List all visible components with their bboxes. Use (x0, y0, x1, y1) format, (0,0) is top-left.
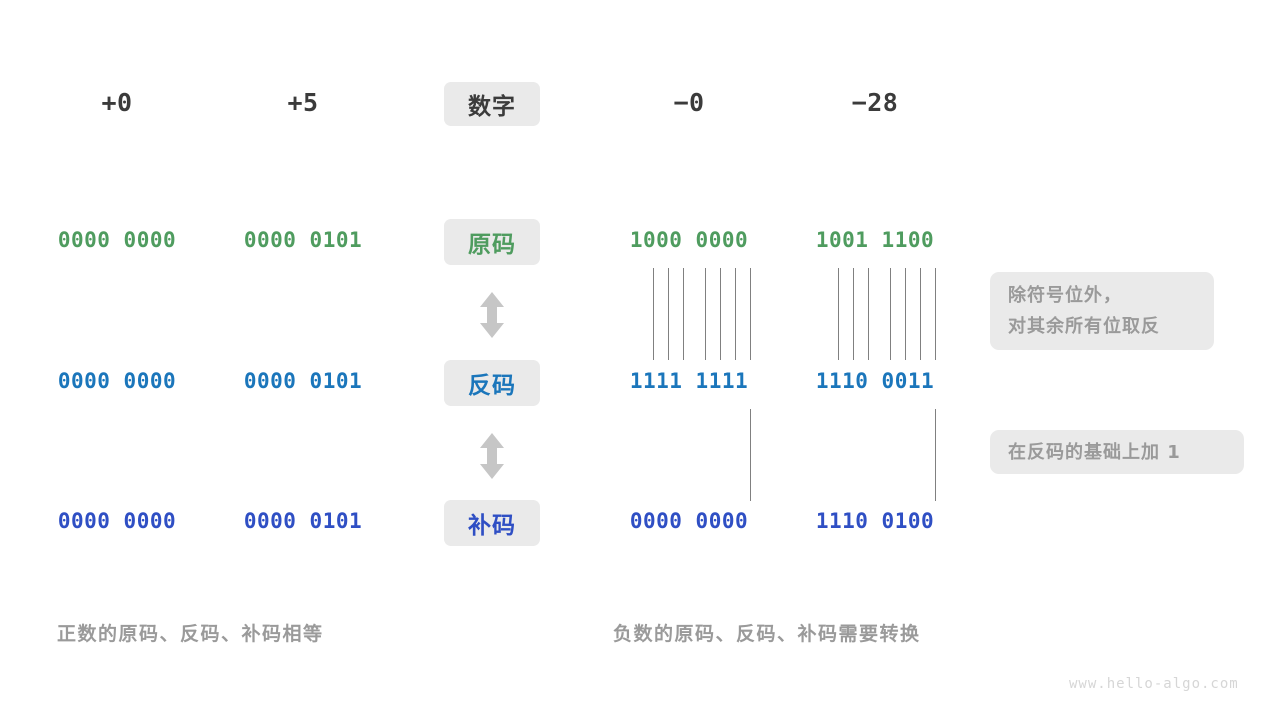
cell-sign-magnitude-minus-zero: 1000 0000 (629, 228, 749, 252)
cell-twos-complement-minus-twentyeight: 1110 0100 (815, 509, 935, 533)
cell-sign-magnitude-plus-five: 0000 0101 (243, 228, 363, 252)
bit-connector-line (905, 268, 906, 360)
bit-connector-line (705, 268, 706, 360)
cell-ones-complement-minus-zero: 1111 1111 (629, 369, 749, 393)
bit-connector-line (735, 268, 736, 360)
cell-sign-magnitude-minus-twentyeight: 1001 1100 (815, 228, 935, 252)
bit-connector-line (653, 268, 654, 360)
header-value-minus-twentyeight: −28 (851, 88, 899, 117)
bit-connector-line (853, 268, 854, 360)
site-watermark: www.hello-algo.com (1069, 676, 1239, 692)
bit-connector-line (935, 268, 936, 360)
note-invert-bits-line-2: 对其余所有位取反 (1008, 316, 1160, 337)
note-invert-bits-line-1: 除符号位外， (1008, 285, 1122, 306)
header-value-plus-zero: +0 (101, 88, 133, 117)
carry-connector-line (750, 409, 751, 501)
bit-connector-line (838, 268, 839, 360)
up-down-arrow-icon (477, 291, 507, 339)
cell-twos-complement-plus-five: 0000 0101 (243, 509, 363, 533)
cell-sign-magnitude-plus-zero: 0000 0000 (57, 228, 177, 252)
row-label-sign-magnitude: 原码 (444, 219, 540, 265)
header-value-plus-five: +5 (287, 88, 319, 117)
note-add-one-line-1: 在反码的基础上加 1 (1008, 441, 1181, 463)
bit-connector-line (668, 268, 669, 360)
cell-ones-complement-plus-five: 0000 0101 (243, 369, 363, 393)
bit-connector-line (750, 268, 751, 360)
cell-twos-complement-plus-zero: 0000 0000 (57, 509, 177, 533)
bit-connector-line (890, 268, 891, 360)
header-label-badge: 数字 (444, 82, 540, 126)
caption-positive: 正数的原码、反码、补码相等 (57, 623, 324, 645)
header-value-minus-zero: −0 (673, 88, 705, 117)
bit-connector-line (720, 268, 721, 360)
note-add-one: 在反码的基础上加 1 (990, 430, 1244, 474)
note-invert-bits: 除符号位外， 对其余所有位取反 (990, 272, 1214, 350)
caption-negative: 负数的原码、反码、补码需要转换 (613, 623, 921, 645)
bit-connector-line (683, 268, 684, 360)
row-label-twos-complement: 补码 (444, 500, 540, 546)
row-label-ones-complement: 反码 (444, 360, 540, 406)
bit-connector-line (920, 268, 921, 360)
cell-ones-complement-plus-zero: 0000 0000 (57, 369, 177, 393)
carry-connector-line (935, 409, 936, 501)
up-down-arrow-icon (477, 432, 507, 480)
cell-ones-complement-minus-twentyeight: 1110 0011 (815, 369, 935, 393)
cell-twos-complement-minus-zero: 0000 0000 (629, 509, 749, 533)
bit-connector-line (868, 268, 869, 360)
